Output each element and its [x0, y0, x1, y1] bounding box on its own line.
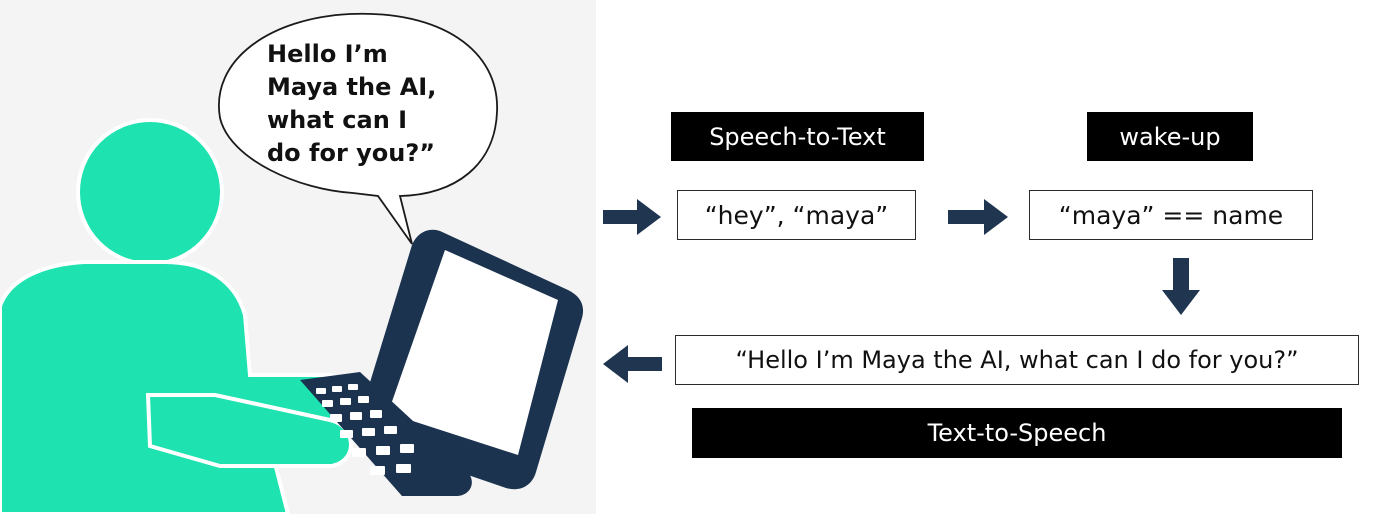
speech-bubble-text: Hello I’m Maya the AI, what can I do for… [267, 40, 437, 167]
user-illustration [0, 12, 584, 514]
wake-up-label: wake-up [1087, 112, 1253, 161]
speech-bubble-icon [218, 12, 498, 245]
arrow-down-icon [1162, 258, 1200, 315]
laptop-icon [300, 229, 584, 496]
speech-to-text-label: Speech-to-Text [671, 112, 924, 161]
person-icon [0, 118, 353, 514]
text-to-speech-label: Text-to-Speech [692, 408, 1342, 458]
arrow-right-icon [948, 199, 1008, 235]
name-check-box: “maya” == name [1029, 190, 1313, 240]
arrow-left-icon [603, 345, 662, 383]
reply-box: “Hello I’m Maya the AI, what can I do fo… [675, 335, 1359, 385]
arrow-right-icon [603, 199, 661, 235]
recognized-words-box: “hey”, “maya” [677, 190, 916, 240]
